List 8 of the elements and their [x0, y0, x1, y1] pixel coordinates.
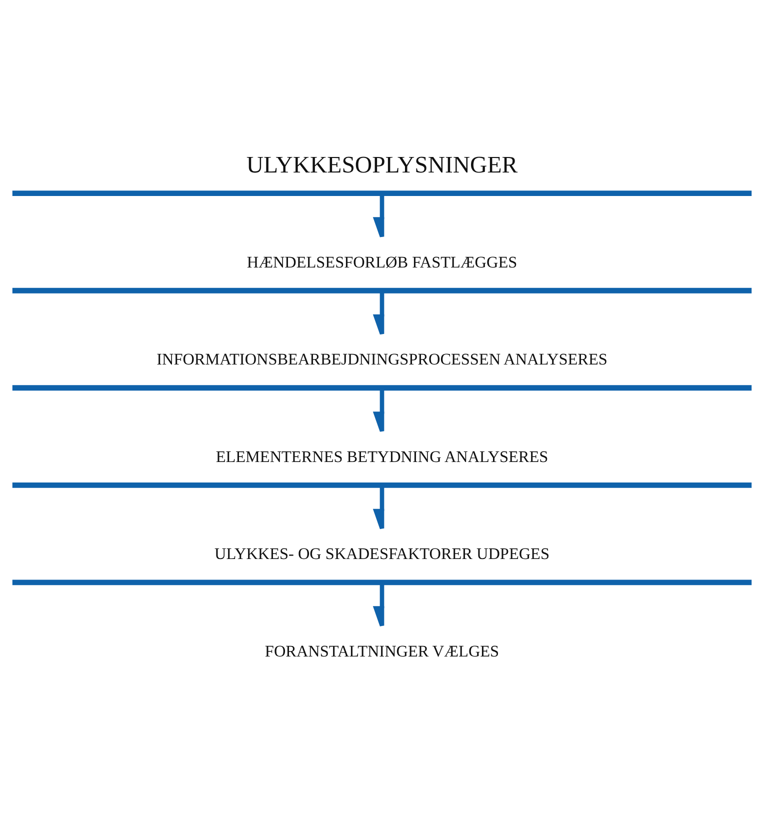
- node-text: FORANSTALTNINGER VÆLGES: [264, 642, 500, 660]
- arrow: [372, 290, 384, 336]
- node-text: ULYKKES- OG SKADESFAKTORER UDPEGES: [214, 544, 550, 563]
- node-text: INFORMATIONSBEARBEJDNINGSPROCESSEN ANALYSERES: [156, 350, 608, 368]
- node-text: ULYKKESOPLYSNINGER: [246, 152, 518, 178]
- node-text: HÆNDELSESFORLØB FASTLÆGGES: [246, 252, 518, 271]
- node-text: ELEMENTERNES BETYDNING ANALYSERES: [216, 447, 548, 466]
- arrow: [372, 484, 384, 530]
